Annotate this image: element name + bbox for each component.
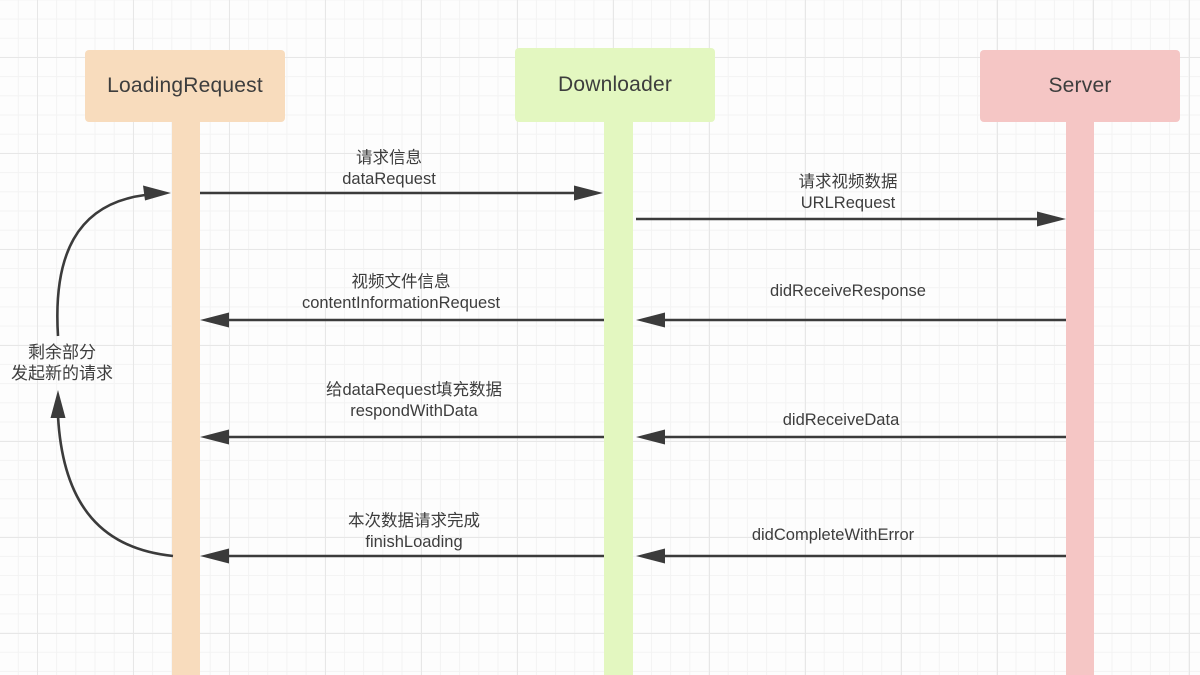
label-didreceiveresponse: didReceiveResponse (770, 281, 926, 302)
label-didreceiveresponse-en: didReceiveResponse (770, 282, 926, 300)
participant-server-label: Server (1048, 74, 1112, 97)
label-urlrequest-zh: 请求视频数据 (798, 173, 898, 191)
lifeline-downloader (604, 120, 633, 675)
label-didcompletewitherror: didCompleteWithError (752, 525, 914, 546)
participant-loadingrequest: LoadingRequest (85, 50, 285, 122)
participant-downloader-label: Downloader (557, 73, 673, 96)
label-respondwithdata-zh: 给dataRequest填充数据 (325, 381, 503, 399)
lifeline-server (1066, 120, 1094, 675)
label-urlrequest-en: URLRequest (800, 194, 896, 212)
label-datarequest: 请求信息 dataRequest (342, 148, 436, 190)
arrowhead-left-icon (636, 429, 665, 445)
arrowhead-up-icon (50, 390, 66, 418)
loop-note-line2: 发起新的请求 (11, 364, 113, 383)
label-contentinformationrequest-zh: 视频文件信息 (351, 273, 451, 291)
label-contentinformationrequest-en: contentInformationRequest (301, 294, 501, 312)
participant-loadingrequest-label: LoadingRequest (107, 74, 263, 97)
label-finishloading-zh: 本次数据请求完成 (348, 512, 480, 530)
participant-server: Server (980, 50, 1180, 122)
label-datarequest-en: dataRequest (342, 170, 436, 188)
label-didcompletewitherror-en: didCompleteWithError (751, 526, 915, 544)
label-contentinformationrequest: 视频文件信息 contentInformationRequest (302, 272, 500, 314)
label-didreceivedata-en: didReceiveData (782, 411, 900, 429)
label-datarequest-zh: 请求信息 (355, 149, 422, 167)
arrowhead-left-icon (636, 312, 665, 328)
loop-note-line1: 剩余部分 (28, 343, 96, 362)
label-didreceivedata: didReceiveData (783, 410, 899, 431)
arrowhead-right-icon (574, 185, 603, 201)
arrowhead-right-icon (143, 185, 171, 201)
label-finishloading-en: finishLoading (365, 533, 463, 551)
loop-curve-upper (56, 193, 146, 337)
loop-curve-lower (56, 415, 174, 558)
arrowhead-left-icon (636, 548, 665, 564)
arrowhead-right-icon (1037, 211, 1066, 227)
label-finishloading: 本次数据请求完成 finishLoading (348, 511, 480, 553)
arrowhead-left-icon (200, 429, 229, 445)
arrowhead-left-icon (200, 312, 229, 328)
label-respondwithdata: 给dataRequest填充数据 respondWithData (326, 380, 502, 422)
lifeline-loadingrequest (172, 120, 200, 675)
label-urlrequest: 请求视频数据 URLRequest (799, 172, 898, 214)
participant-downloader: Downloader (515, 48, 715, 122)
arrowhead-left-icon (200, 548, 229, 564)
label-respondwithdata-en: respondWithData (350, 402, 478, 420)
loop-note: 剩余部分 发起新的请求 (11, 342, 113, 384)
